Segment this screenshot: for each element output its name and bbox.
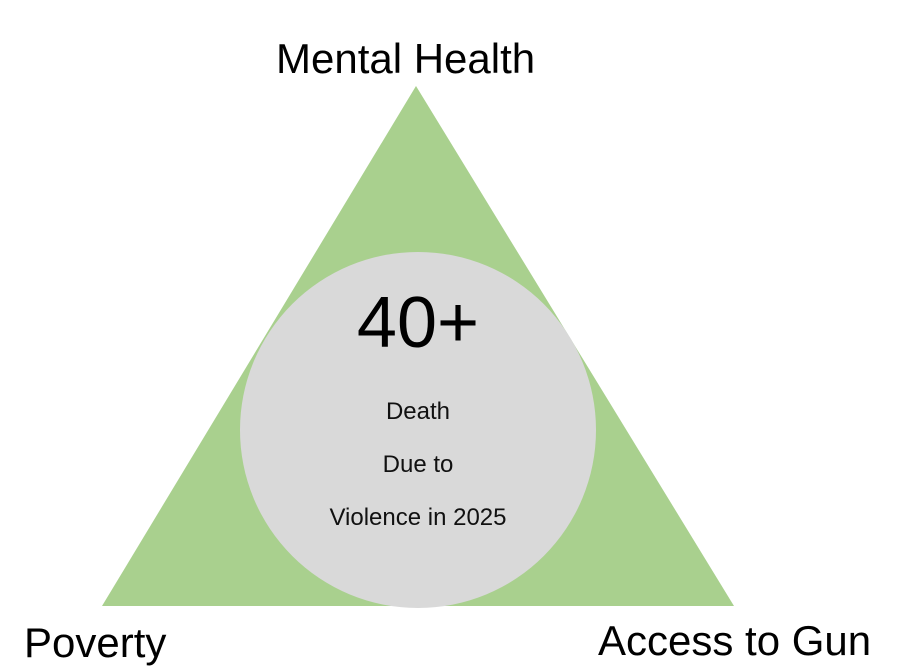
center-circle [240, 252, 596, 608]
center-caption-line-3: Violence in 2025 [329, 504, 507, 531]
vertex-label-access-to-gun: Access to Gun [598, 617, 872, 664]
center-figure-value: 40+ [356, 283, 480, 363]
vertex-label-poverty: Poverty [24, 619, 167, 666]
vertex-label-mental-health: Mental Health [276, 35, 536, 82]
center-caption-line-2: Due to [382, 451, 454, 478]
center-caption-line-1: Death [385, 398, 451, 425]
